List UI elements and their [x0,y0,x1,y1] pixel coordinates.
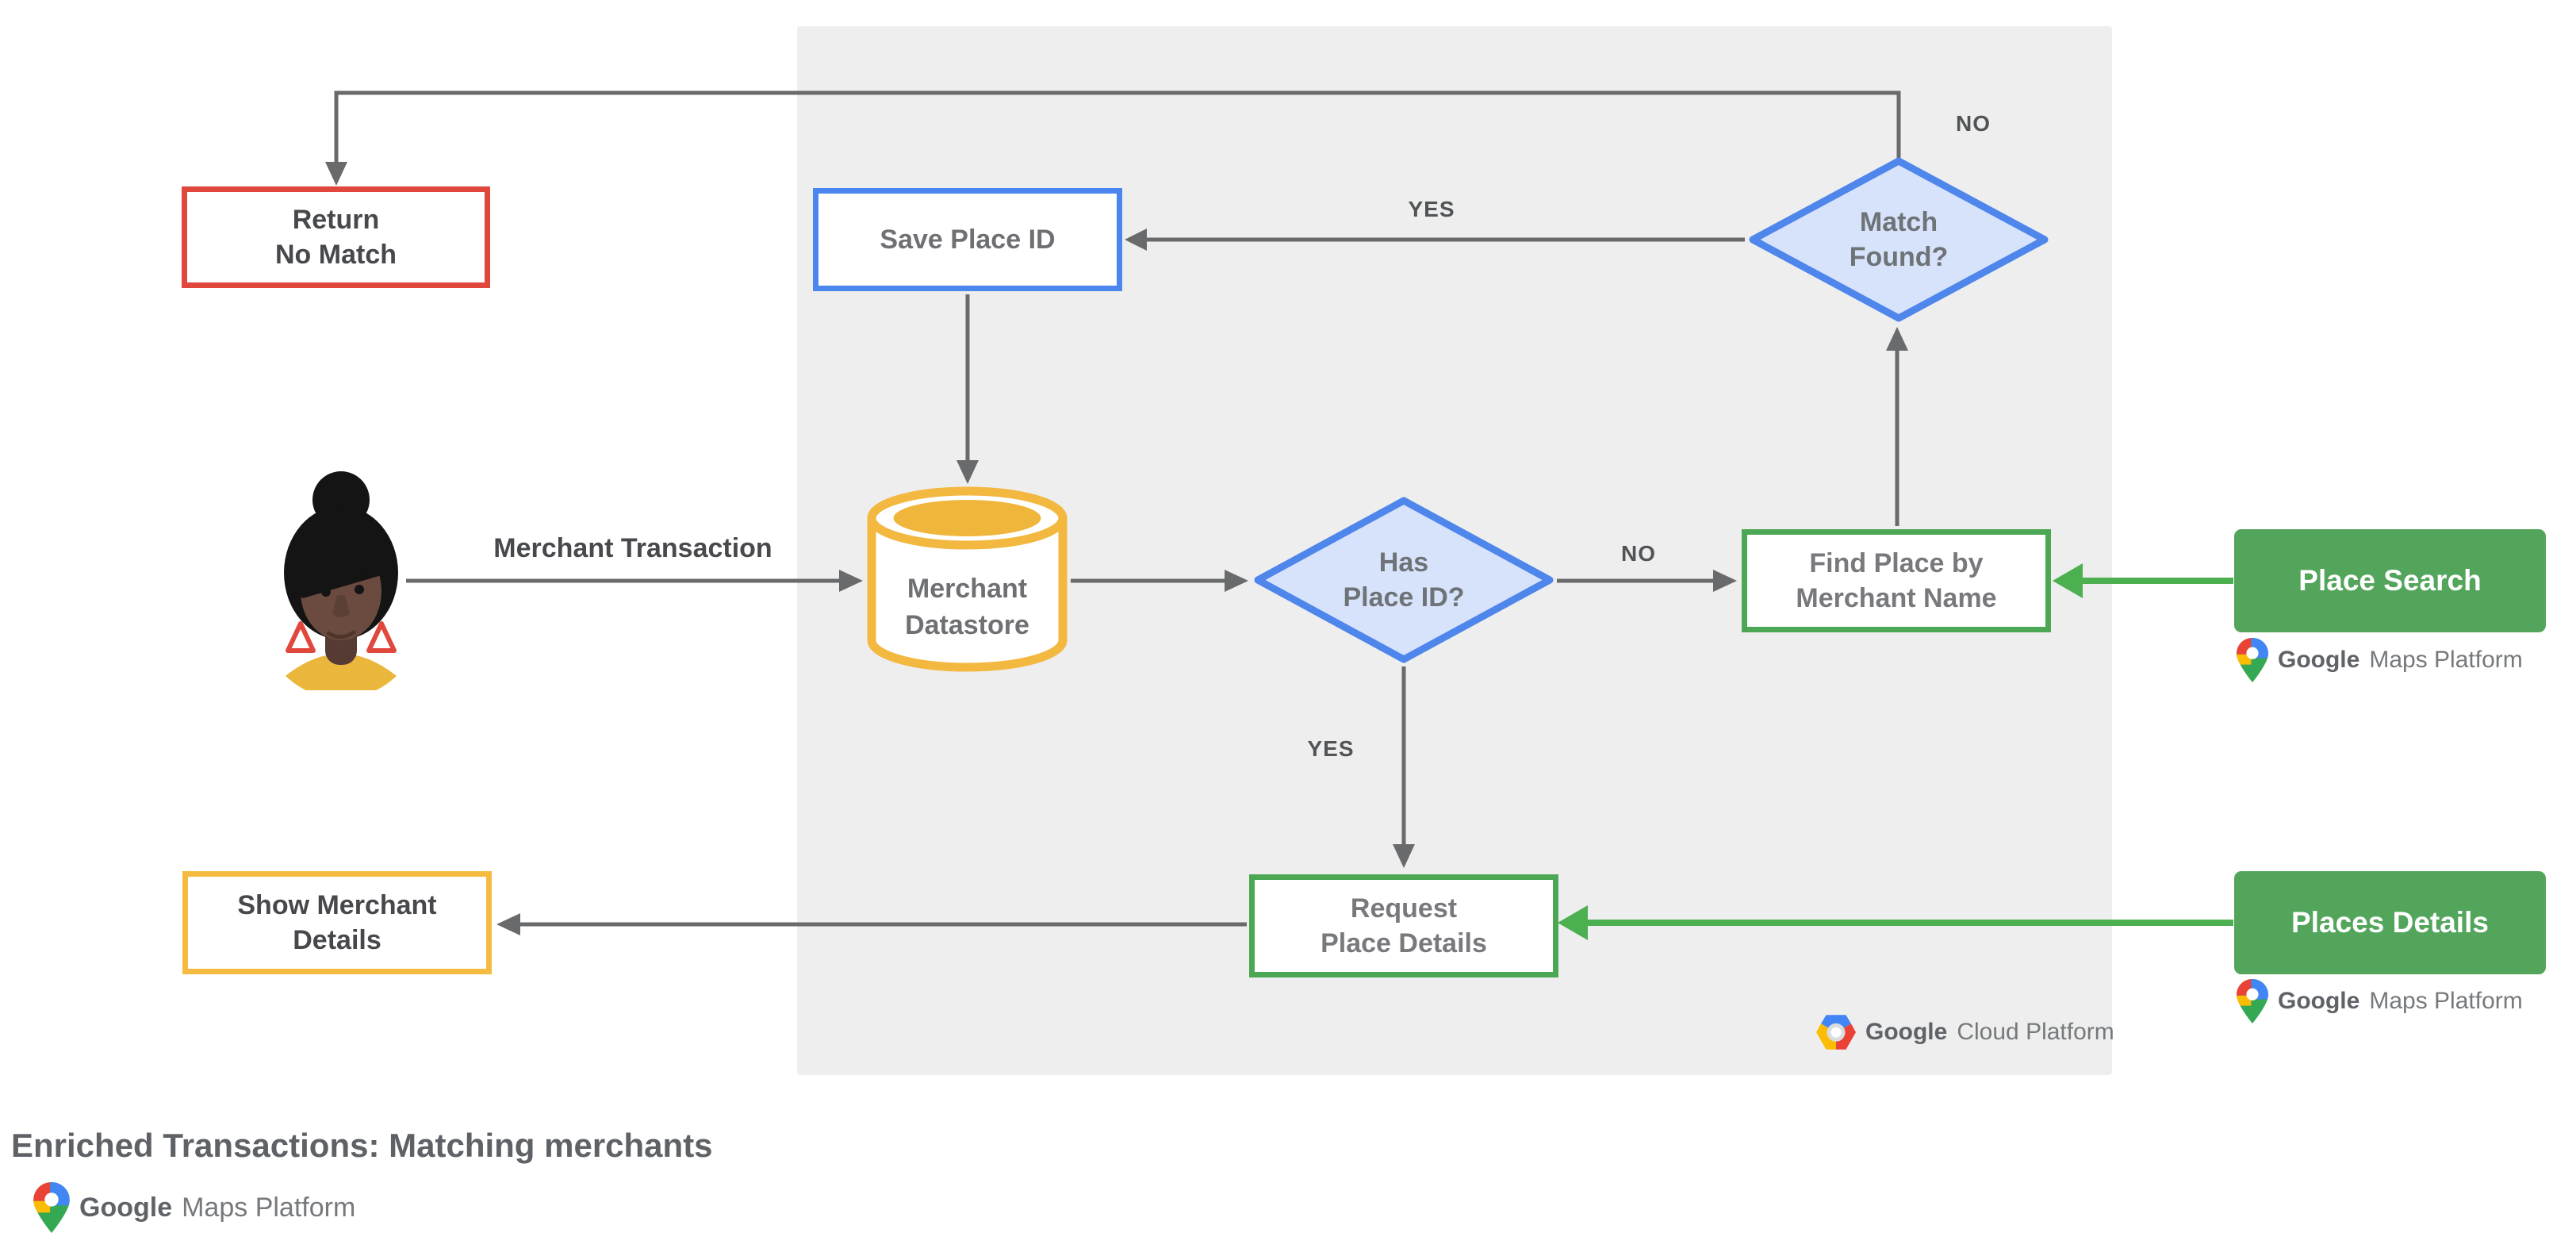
logo-brand: Google [1865,1019,1948,1045]
edge-label-no-mid: NO [1621,541,1656,566]
logo-brand: Google [2278,647,2360,673]
arrowhead-down-request [1393,844,1415,868]
page-title: Enriched Transactions: Matching merchant… [11,1127,713,1164]
logo-brand: Google [2278,988,2360,1014]
logo-product: Maps Platform [2369,647,2523,673]
google-maps-platform-logo: Google Maps Platform [33,1182,355,1233]
node-place-search-api: Place Search [2234,529,2546,632]
arrowhead-down-return [325,162,347,186]
arrowhead-left-request-green [1558,905,1588,940]
arrowhead-right-findplace [1713,570,1737,592]
gray-arrowheads [325,162,1908,935]
green-connectors [1586,578,2233,926]
arrowhead-right-datastore [839,570,863,592]
edge-label-no-top: NO [1956,111,1991,136]
edge-label-yes-top: YES [1408,197,1455,221]
maps-pin-icon [2237,979,2268,1023]
arrowhead-left-save [1125,229,1147,251]
edge-no-return [334,90,1901,163]
arrowhead-up-matchfound [1886,327,1908,351]
logo-brand: Google [79,1192,173,1223]
logo-product: Cloud Platform [1957,1019,2114,1045]
diamond-shape [1254,497,1554,663]
green-arrowheads [1558,563,2083,940]
logo-product: Maps Platform [182,1192,356,1223]
cloud-hexagon-icon [1816,1015,1856,1050]
diamond-shape [1749,157,2049,322]
node-label: Place Search [2298,564,2482,597]
arrowhead-left-showmerchant [496,913,520,935]
logo-product: Maps Platform [2369,988,2523,1014]
google-maps-platform-logo: Google Maps Platform [2237,979,2523,1023]
google-maps-platform-logo: Google Maps Platform [2237,638,2523,682]
edge-label-yes-mid: YES [1307,736,1355,761]
maps-pin-icon [2237,638,2268,682]
arrowhead-right-hasplaceid [1225,570,1248,592]
arrowhead-down-datastore [956,460,979,484]
arrowhead-left-findplace-green [2053,563,2083,598]
maps-pin-icon [33,1182,70,1233]
google-cloud-platform-logo: Google Cloud Platform [1816,1015,2114,1050]
gray-connectors [334,90,1901,927]
node-label: Save Place ID [880,225,1056,255]
node-label: Places Details [2291,906,2489,939]
node-save-place-id: Save Place ID [813,188,1122,291]
node-places-details-api: Places Details [2234,871,2546,974]
edge-label-merchant-transaction: Merchant Transaction [493,533,772,563]
cylinder-shape [867,486,1068,672]
user-avatar [284,471,398,690]
